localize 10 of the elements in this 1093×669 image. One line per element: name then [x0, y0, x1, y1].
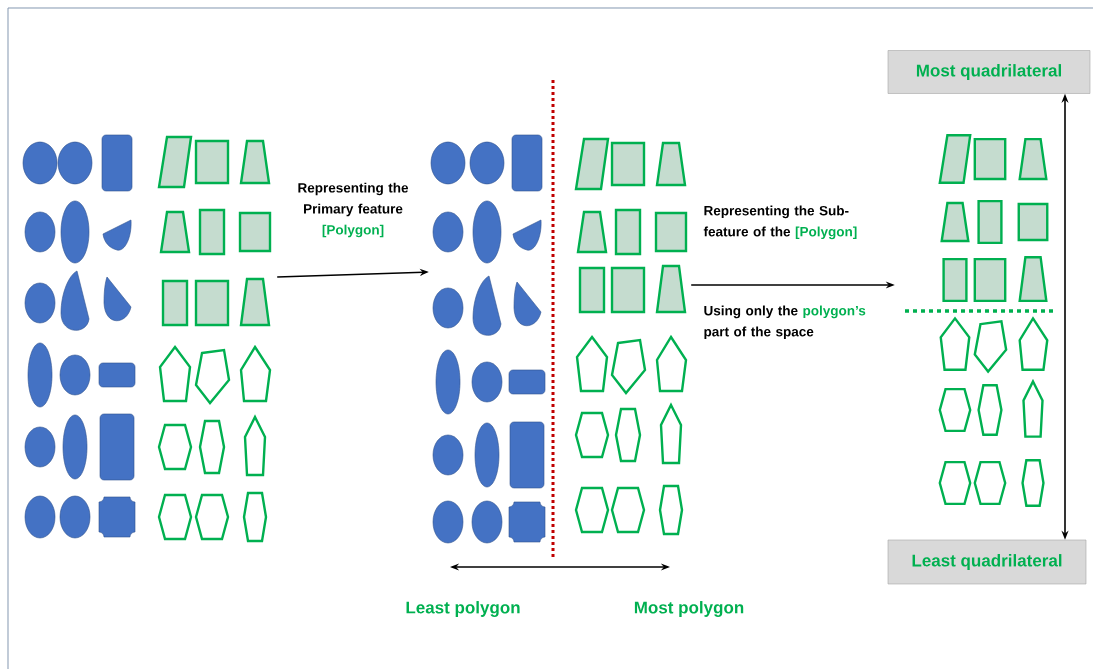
scale-label: Least polygon [406, 601, 520, 617]
shapes-drawing [22, 134, 272, 543]
edge-label: Representing the Primary feature [Polygon] [298, 182, 409, 238]
shapes-drawing [430, 134, 688, 544]
note-text: Using only the polygon’s part of the space [704, 305, 866, 340]
shapes-drawing [938, 134, 1049, 507]
scale-label: Most polygon [634, 601, 744, 617]
label-box: Most quadrilateral [887, 50, 1091, 94]
label-box: Least quadrilateral [887, 539, 1087, 585]
edge-label: Representing the Sub-feature of the [Polygon] [703, 205, 857, 240]
